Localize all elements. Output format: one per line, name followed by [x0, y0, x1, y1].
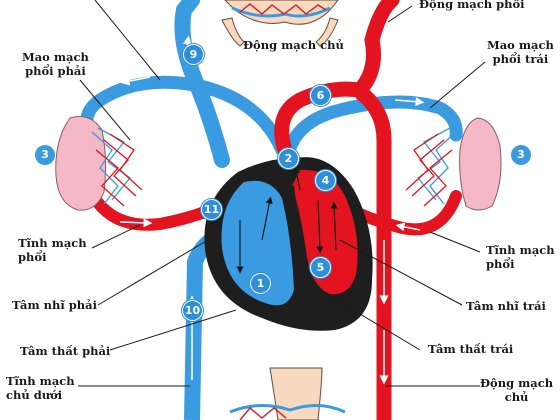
- pulmonary-artery-right: [80, 75, 289, 157]
- badge-5: 5: [310, 257, 331, 278]
- badge-3-right: 3: [511, 145, 531, 165]
- left-lung: [459, 117, 502, 211]
- left-pulmonary-vein-label: Tĩnh mạch phổi: [486, 243, 555, 271]
- badge-10: 10: [182, 300, 203, 321]
- right-lung: [55, 116, 107, 211]
- right-pulmonary-vein-label: Tĩnh mạch phổi: [18, 236, 87, 264]
- left-lung-capillaries-label: Mao mạch phổi trái: [487, 38, 554, 66]
- descending-aorta: [355, 86, 392, 420]
- aorta-bottom-label: Động mạch chủ: [480, 376, 554, 404]
- badge-2: 2: [278, 148, 299, 169]
- badge-11: 11: [201, 199, 222, 220]
- badge-4: 4: [315, 170, 336, 191]
- badge-6: 6: [310, 85, 331, 106]
- upper-body-hands: [221, 17, 339, 47]
- right-atrium-label: Tâm nhĩ phải: [12, 298, 97, 312]
- left-lung-capillary-net: [405, 127, 457, 207]
- badge-3-left: 3: [35, 145, 55, 165]
- right-heart-chambers: [221, 180, 294, 306]
- left-heart-chambers: [292, 169, 358, 295]
- leader-lines: [78, 0, 486, 387]
- right-lung-capillaries-label: Mao mạch phổi phải: [22, 50, 89, 78]
- lower-body-figure: [269, 367, 323, 420]
- right-ventricle-label: Tâm thất phải: [20, 344, 111, 358]
- aorta-top-label: Động mạch chủ: [243, 38, 344, 52]
- inferior-vena-cava-label: Tĩnh mạch chủ dưới: [6, 374, 75, 402]
- right-lung-capillary-net: [91, 127, 143, 207]
- pulmonary-artery-label: Động mạch phổi: [419, 0, 525, 11]
- badge-1: 1: [250, 273, 271, 294]
- aorta-arch: [274, 0, 400, 176]
- left-ventricle-label: Tâm thất trái: [428, 342, 514, 356]
- left-atrium-label: Tâm nhĩ trái: [466, 299, 546, 313]
- badge-9: 9: [183, 44, 204, 65]
- pulmonary-artery-left: [283, 95, 463, 155]
